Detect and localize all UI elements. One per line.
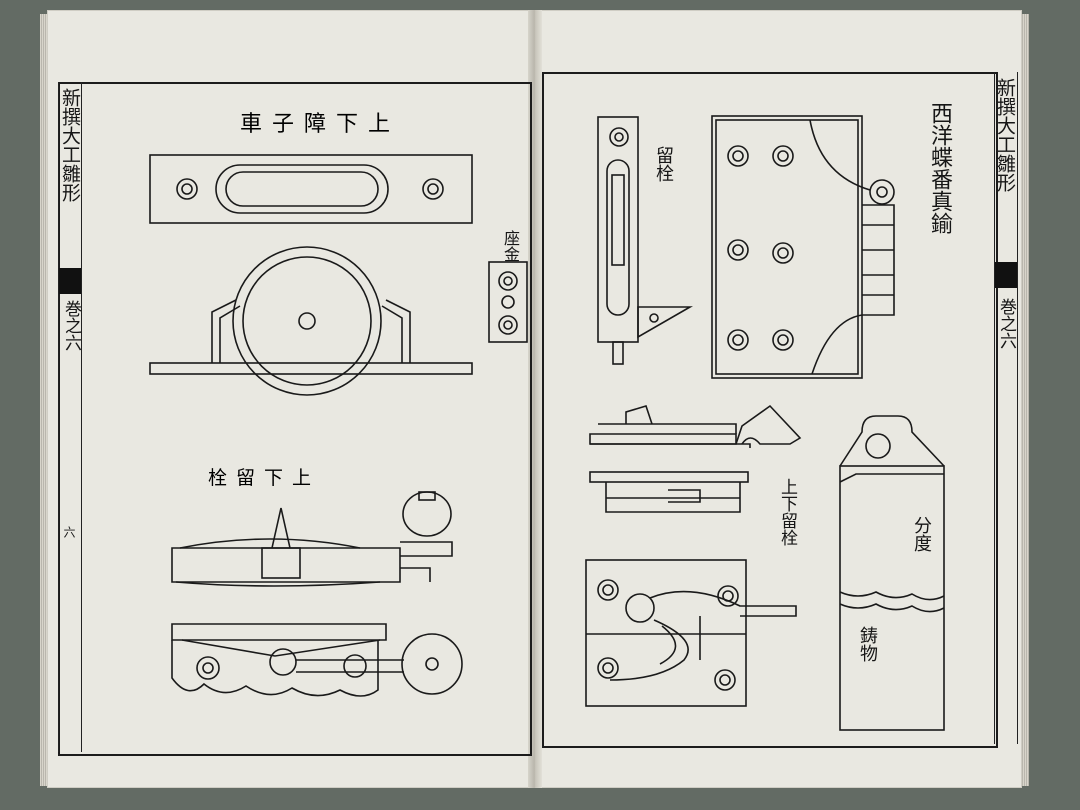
right-spine-title: 新撰大工雛形	[994, 78, 1016, 192]
caption-updown-bolt: 上下留栓	[777, 478, 797, 546]
caption-cast-weight: 分度	[911, 516, 932, 552]
latch-plan-drawing	[589, 471, 749, 513]
latch-side-drawing	[589, 404, 802, 448]
sash-pulley-faceplate-drawing	[149, 154, 473, 224]
left-spine-column	[58, 82, 82, 752]
right-spine-column	[994, 72, 1018, 744]
left-volume-label: 巻之六	[61, 300, 81, 351]
left-page	[47, 10, 534, 788]
caption-sash-pulley: 上下障子車	[240, 112, 401, 137]
caption-stop-bolt: 留栓	[653, 146, 674, 182]
right-page	[536, 10, 1022, 788]
left-spine-black-band	[59, 268, 81, 294]
left-page-frame	[58, 82, 532, 756]
right-page-frame	[542, 72, 998, 748]
stop-bolt-drawing	[597, 116, 693, 365]
page-edges-right	[1021, 14, 1029, 786]
sash-pulley-wheel-drawing	[149, 246, 473, 396]
caption-seat-plate: 座金	[501, 230, 520, 262]
updown-bolt-plate-drawing	[585, 559, 797, 707]
western-hinge-drawing	[711, 115, 895, 379]
caption-western-hinge: 西洋蝶番真鍮	[927, 102, 952, 234]
upper-lower-bolt-side-drawing	[171, 491, 453, 587]
page-edges-left	[40, 14, 48, 786]
cast-weight-drawing	[839, 415, 945, 731]
left-page-number: 六	[62, 526, 76, 538]
right-volume-label: 巻之六	[996, 298, 1016, 349]
caption-cast-material: 鋳物	[857, 626, 878, 662]
upper-lower-bolt-plan-drawing	[171, 623, 463, 697]
right-spine-black-band	[995, 262, 1017, 288]
seat-plate-drawing	[488, 261, 528, 343]
caption-upper-lower-bolt: 上下留栓	[208, 467, 321, 489]
left-spine-title: 新撰大工雛形	[59, 88, 81, 202]
